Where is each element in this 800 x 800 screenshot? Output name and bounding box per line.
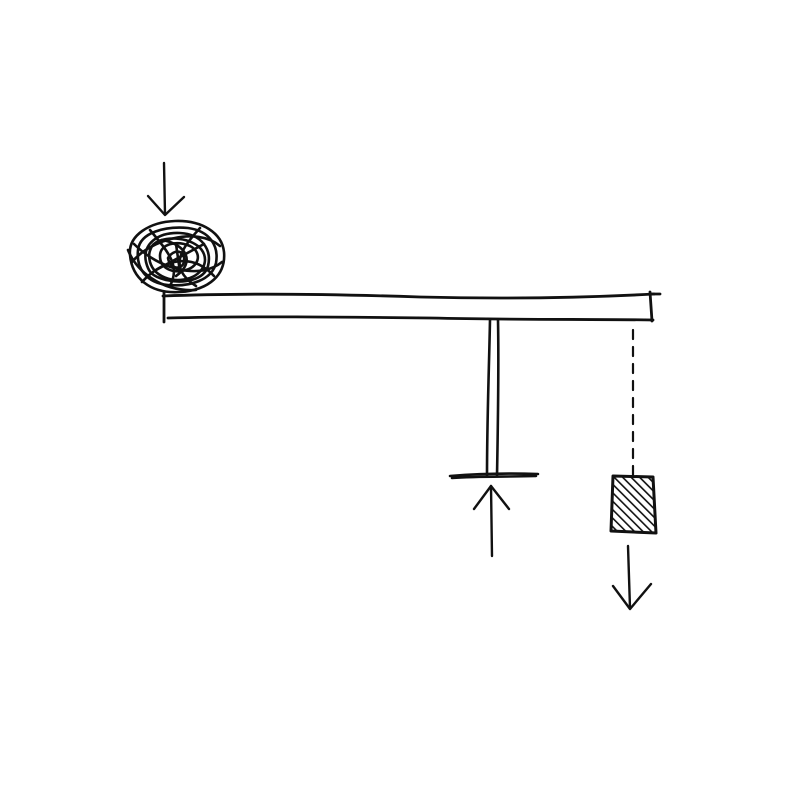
lever-beam (161, 290, 662, 324)
up-arrow-support-icon (472, 484, 511, 558)
hatched-block (609, 474, 658, 535)
scribbled-mass (126, 219, 226, 294)
down-arrow-block-icon (611, 544, 653, 611)
support-post (448, 318, 540, 480)
down-arrow-mass-icon (146, 161, 186, 217)
